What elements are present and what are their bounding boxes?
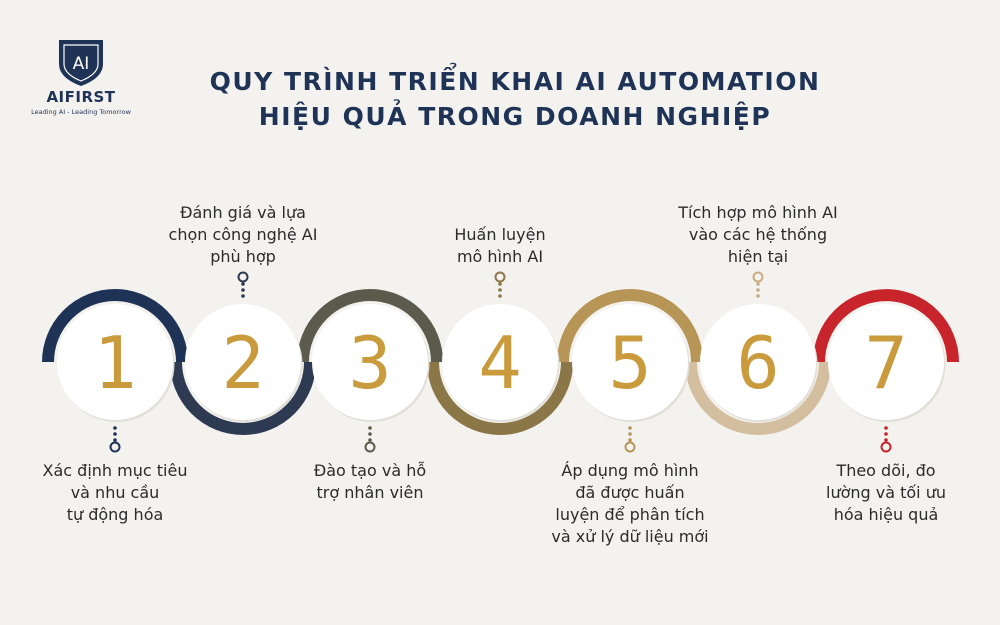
- step-arc-6: [685, 361, 831, 435]
- step-label-line: trợ nhân viên: [316, 483, 424, 502]
- step-connector-3: [364, 426, 376, 453]
- step-label-line: Áp dụng mô hình: [561, 461, 699, 480]
- step-circle-2: [185, 304, 301, 420]
- step-label-line: mô hình AI: [456, 247, 544, 266]
- step-label-line: luyện để phân tích: [555, 505, 705, 524]
- title-line-1: QUY TRÌNH TRIỂN KHAI AI AUTOMATION: [209, 67, 821, 96]
- step-arc-2: [170, 361, 316, 435]
- step-label-line: phù hợp: [210, 247, 276, 266]
- step-connector-5: [624, 426, 636, 453]
- step-label-line: Đánh giá và lựa: [180, 203, 306, 222]
- step-label-4: Huấn luyện mô hình AI: [410, 224, 590, 268]
- step-label-line: Xác định mục tiêu: [42, 461, 188, 480]
- step-number-1: 1: [93, 321, 136, 405]
- step-circle-5: [572, 304, 688, 420]
- step-arc-3: [297, 289, 443, 363]
- title-line-2: HIỆU QUẢ TRONG DOANH NGHIỆP: [258, 102, 772, 131]
- shield-logo-icon: AI: [59, 40, 103, 86]
- step-label-line: Đào tạo và hỗ: [313, 461, 427, 480]
- step-label-3: Đào tạo và hỗ trợ nhân viên: [280, 460, 460, 504]
- step-number-2: 2: [221, 321, 264, 405]
- step-circle-4: [442, 304, 558, 420]
- step-circle-7: [828, 304, 944, 420]
- step-label-line: và xử lý dữ liệu mới: [551, 527, 709, 546]
- step-circle-6: [700, 304, 816, 420]
- step-circle-1: [57, 304, 173, 420]
- step-number-6: 6: [736, 321, 779, 405]
- step-label-line: chọn công nghệ AI: [168, 225, 318, 244]
- logo-mark-text: AI: [73, 54, 90, 74]
- step-label-7: Theo dõi, đo lường và tối ưu hóa hiệu quả: [796, 460, 976, 526]
- step-label-line: lường và tối ưu: [826, 483, 946, 502]
- step-label-line: hiện tại: [727, 247, 789, 266]
- page-title: QUY TRÌNH TRIỂN KHAI AI AUTOMATION HIỆU …: [150, 64, 880, 134]
- step-arc-1: [42, 289, 188, 363]
- step-label-line: Huấn luyện: [454, 225, 546, 244]
- step-label-2: Đánh giá và lựa chọn công nghệ AI phù hợp: [153, 202, 333, 268]
- step-label-line: và nhu cầu: [70, 483, 160, 502]
- step-circle-3: [312, 304, 428, 420]
- brand-logo: AI AIFIRST Leading AI - Leading Tomorrow: [22, 38, 140, 116]
- step-label-6: Tích hợp mô hình AI vào các hệ thống hiện …: [668, 202, 848, 268]
- step-label-line: Tích hợp mô hình AI: [678, 203, 838, 222]
- step-number-3: 3: [348, 321, 391, 405]
- step-connector-2: [237, 271, 249, 298]
- brand-tagline: Leading AI - Leading Tomorrow: [31, 108, 131, 116]
- step-number-5: 5: [608, 321, 651, 405]
- step-arc-7: [813, 289, 959, 363]
- step-label-line: hóa hiệu quả: [833, 505, 939, 524]
- step-label-line: đã được huấn: [575, 483, 685, 502]
- step-connector-4: [494, 271, 506, 298]
- step-connector-1: [109, 426, 121, 453]
- step-label-line: vào các hệ thống: [688, 225, 828, 244]
- step-connector-6: [752, 271, 764, 298]
- step-number-7: 7: [864, 321, 907, 405]
- step-label-5: Áp dụng mô hình đã được huấn luyện để phân…: [540, 460, 720, 548]
- step-number-4: 4: [478, 321, 521, 405]
- step-label-line: Theo dõi, đo: [836, 461, 936, 480]
- step-arc-5: [557, 289, 703, 363]
- step-arc-4: [427, 361, 573, 435]
- step-label-line: tự động hóa: [66, 505, 164, 524]
- step-connector-7: [880, 426, 892, 453]
- step-label-1: Xác định mục tiêu và nhu cầu tự động hóa: [25, 460, 205, 526]
- brand-name: AIFIRST: [46, 88, 116, 106]
